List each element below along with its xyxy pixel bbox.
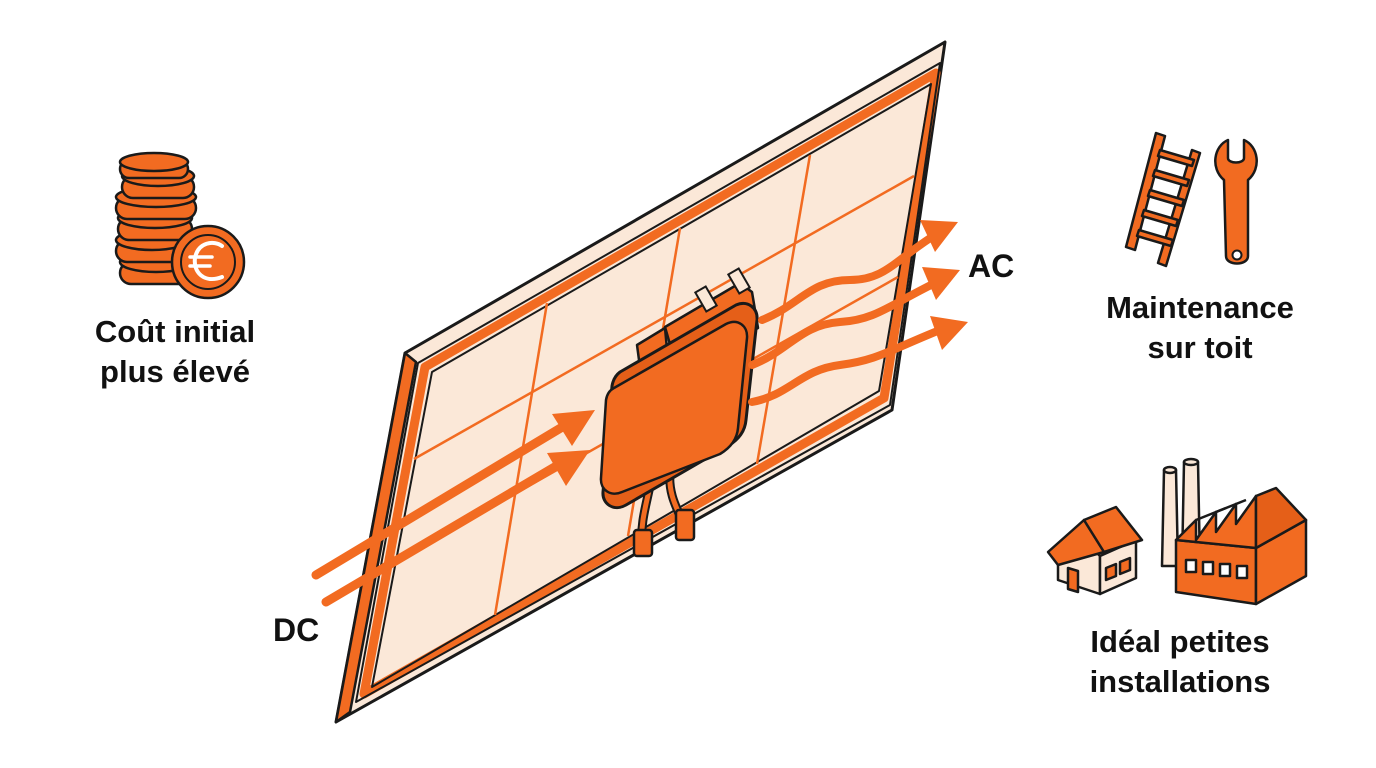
ac-arrows: [748, 231, 944, 406]
maintenance-label-line2: sur toit: [1147, 329, 1253, 365]
dc-arrows: [311, 410, 595, 607]
ac-label: AC: [968, 248, 1015, 284]
house-icon: [1046, 505, 1144, 596]
wrench-icon: [1214, 138, 1258, 265]
maintenance-label-line1: Maintenance: [1106, 290, 1294, 325]
ideal-label: Idéal petites installations: [1060, 622, 1300, 701]
ac-arrowheads: [920, 220, 968, 350]
euro-coin-stack-icon: [114, 151, 246, 300]
factory-icon: [1160, 457, 1308, 606]
ladder-icon: [1124, 131, 1202, 268]
ideal-label-line2: installations: [1089, 663, 1271, 699]
maintenance-label: Maintenance sur toit: [1080, 288, 1320, 367]
cost-label-line2: plus élevé: [100, 353, 250, 389]
microinverter: [599, 267, 760, 510]
dc-label: DC: [273, 612, 320, 648]
cost-label: Coût initial plus élevé: [60, 312, 290, 391]
cost-label-line1: Coût initial: [94, 314, 256, 349]
ideal-label-line1: Idéal petites: [1090, 624, 1270, 659]
